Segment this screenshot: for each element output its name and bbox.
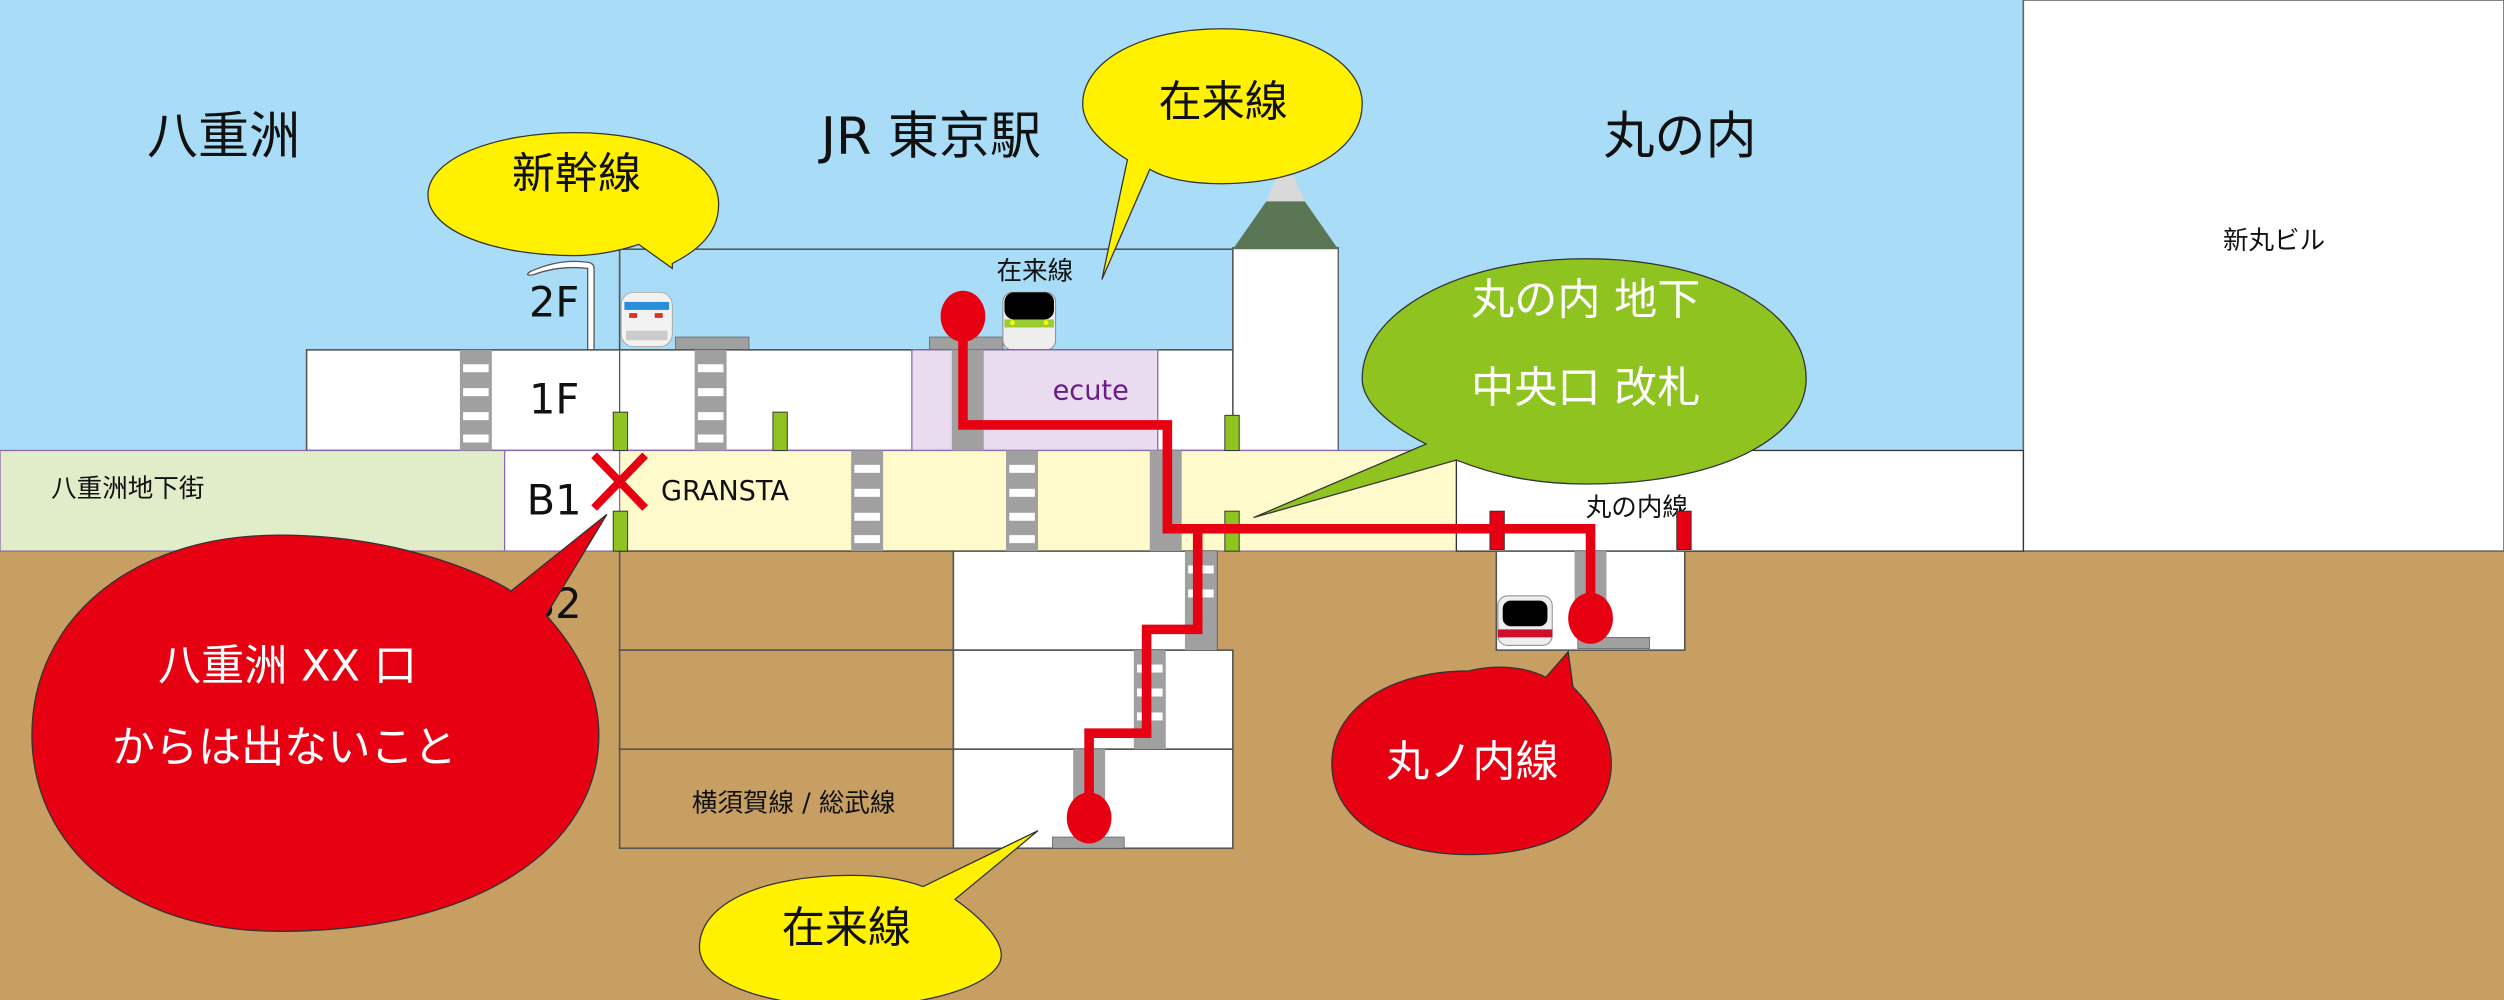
route-path — [958, 319, 1596, 818]
platform — [1577, 636, 1651, 649]
bubble-marunouchi-gate-line2: 中央口 改札 — [1471, 364, 1700, 414]
marunouchi-line-label: 丸の内線 — [1586, 493, 1688, 523]
bubble-marunouchi-gate-line1: 丸の内 地下 — [1471, 276, 1700, 326]
commuter-train-icon — [1002, 291, 1057, 351]
tower-spire — [1266, 175, 1305, 202]
marunouchi-train-icon — [1497, 595, 1553, 646]
shinmaru-building-label: 新丸ビル — [2223, 226, 2325, 256]
gransta-label: GRANSTA — [661, 476, 789, 507]
yaesu-underground-mall — [0, 449, 506, 552]
floor-label-2f: 2F — [529, 277, 579, 326]
bubble-conventional-top-text: 在来線 — [1159, 78, 1288, 128]
floor-label-b1: B1 — [527, 475, 582, 524]
bubble-marunouchi-gate: 丸の内 地下 中央口 改札 — [1253, 258, 1807, 519]
bubble-yaesu-warning: 八重洲 XX 口 からは出ないこと — [31, 513, 608, 932]
route-endpoints — [940, 290, 1613, 844]
tower — [1232, 246, 1339, 452]
bubble-shinkansen-text: 新幹線 — [512, 149, 641, 199]
area-label-marunouchi: 丸の内 — [1603, 107, 1756, 166]
bubble-conventional-top: 在来線 — [1082, 28, 1363, 280]
floor-label-1f: 1F — [529, 375, 579, 424]
station-title: JR 東京駅 — [818, 107, 1041, 166]
gransta-zone — [618, 449, 1458, 552]
bubble-conventional-bottom: 在来線 — [698, 830, 1039, 1000]
no-exit-x-icon — [591, 452, 649, 511]
shinmaru-building — [2022, 0, 2504, 552]
ecute-label: ecute — [1053, 375, 1129, 406]
bubble-yaesu-warning-line2: からは出ないこと — [112, 723, 457, 773]
platform — [675, 336, 750, 351]
bubble-yaesu-warning-line1: 八重洲 XX 口 — [158, 642, 417, 692]
yaesu-underground-mall-label: 八重洲地下街 — [51, 474, 204, 504]
bubble-conventional-bottom-text: 在来線 — [782, 903, 911, 953]
shinkansen-train-icon — [620, 291, 673, 348]
zone-label-conventional-2f: 在来線 — [997, 257, 1074, 287]
area-label-yaesu: 八重洲 — [147, 107, 300, 166]
bubble-marunouchi-line-text: 丸ノ内線 — [1386, 737, 1558, 787]
bubble-shinkansen: 新幹線 — [427, 131, 720, 270]
lamp-post-icon — [526, 260, 595, 351]
yokosuka-sobu-label: 横須賀線 / 総武線 — [692, 788, 896, 818]
bubble-marunouchi-line: 丸ノ内線 — [1331, 650, 1612, 856]
tower-roof — [1232, 201, 1339, 250]
floor-2f-box — [618, 248, 1234, 351]
